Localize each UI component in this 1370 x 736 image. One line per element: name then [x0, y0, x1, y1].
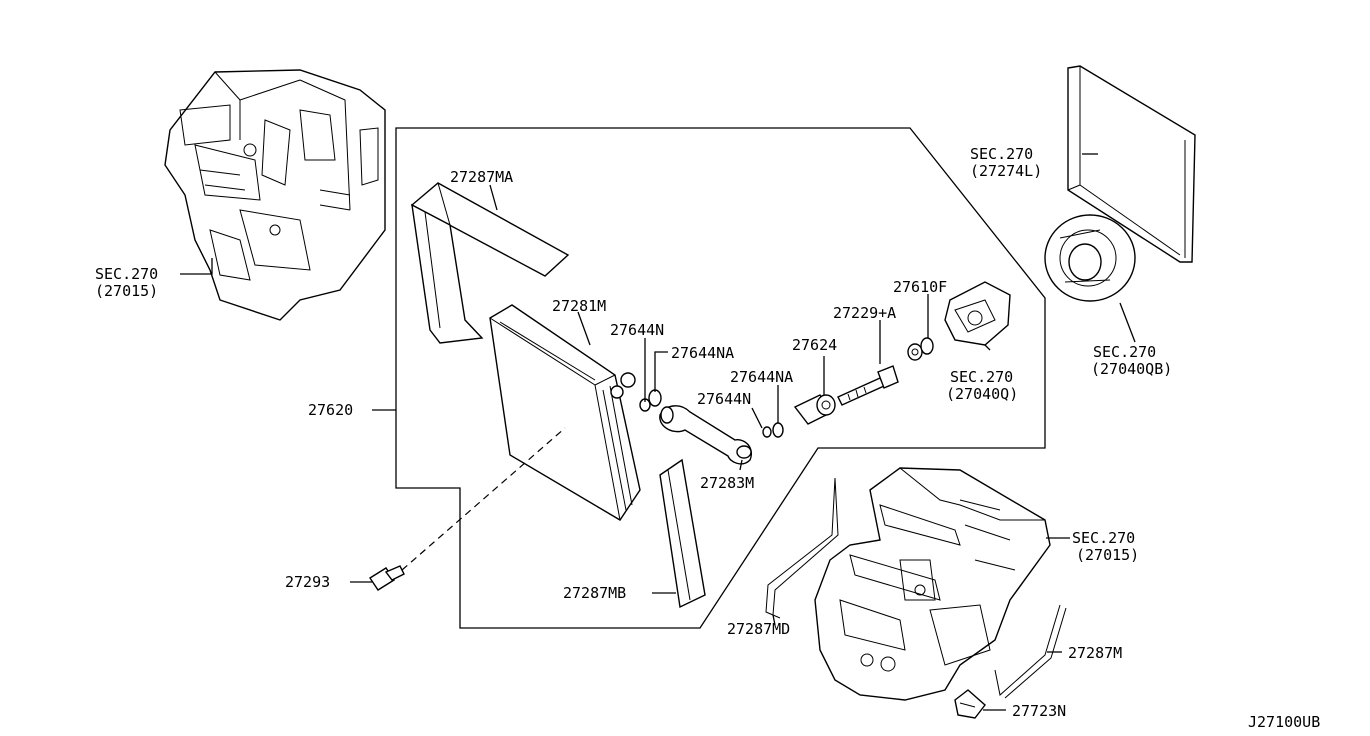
label-27287M: 27287M — [1068, 644, 1122, 662]
heater-unit-left — [164, 69, 386, 321]
sec-blower-qb-title: SEC.270 — [1093, 343, 1156, 361]
wire-27287M — [994, 604, 1067, 699]
clip-27723N — [954, 689, 986, 719]
label-27283M: 27283M — [700, 474, 754, 492]
label-27287MB: 27287MB — [563, 584, 626, 602]
expansion-valve-27624 — [793, 394, 836, 425]
o-ring-27644NA-b — [772, 422, 784, 438]
label-27293: 27293 — [285, 573, 330, 591]
sec-left-title: SEC.270 — [95, 265, 158, 283]
label-27624: 27624 — [792, 336, 837, 354]
sec-right-title: SEC.270 — [1072, 529, 1135, 547]
label-27281M: 27281M — [552, 297, 606, 315]
seal-27287MA — [410, 182, 570, 344]
leader-lines — [180, 153, 1136, 711]
grommet-27610F — [907, 337, 934, 361]
sec-left-ref: (27015) — [95, 282, 158, 300]
sec-right-ref: (27015) — [1076, 546, 1139, 564]
o-ring-27644N-b — [762, 426, 772, 438]
evaporator-core — [489, 304, 641, 521]
label-27287MA: 27287MA — [450, 168, 513, 186]
label-27610F: 27610F — [893, 278, 947, 296]
blower-fan-27040QB — [1044, 214, 1136, 302]
bolt-27229A — [837, 365, 899, 406]
sec-filter-ref: (27274L) — [970, 162, 1042, 180]
label-27644NA-a: 27644NA — [671, 344, 734, 362]
label-27287MD: 27287MD — [727, 620, 790, 638]
label-27644NA-b: 27644NA — [730, 368, 793, 386]
wire-27287MD — [765, 477, 839, 619]
sec-filter-title: SEC.270 — [970, 145, 1033, 163]
sec-blower-qb-ref: (27040QB) — [1091, 360, 1172, 378]
label-27644N-b: 27644N — [697, 390, 751, 408]
o-ring-27644NA-a — [648, 389, 662, 407]
sensor-27293 — [369, 427, 566, 591]
label-27644N-a: 27644N — [610, 321, 664, 339]
sec-blower-q-ref: (27040Q) — [946, 385, 1018, 403]
assembly-boundary — [395, 127, 1046, 629]
sec-blower-q-title: SEC.270 — [950, 368, 1013, 386]
blower-part-27040Q — [944, 281, 1011, 346]
heater-unit-right — [814, 467, 1051, 701]
air-filter-27274L — [1067, 65, 1196, 263]
diagram-id: J27100UB — [1248, 713, 1320, 731]
label-27229A: 27229+A — [833, 304, 896, 322]
seal-27287MB — [659, 458, 706, 609]
label-27723N: 27723N — [1012, 702, 1066, 720]
pipe-27283M — [659, 405, 752, 465]
label-27620: 27620 — [308, 401, 353, 419]
